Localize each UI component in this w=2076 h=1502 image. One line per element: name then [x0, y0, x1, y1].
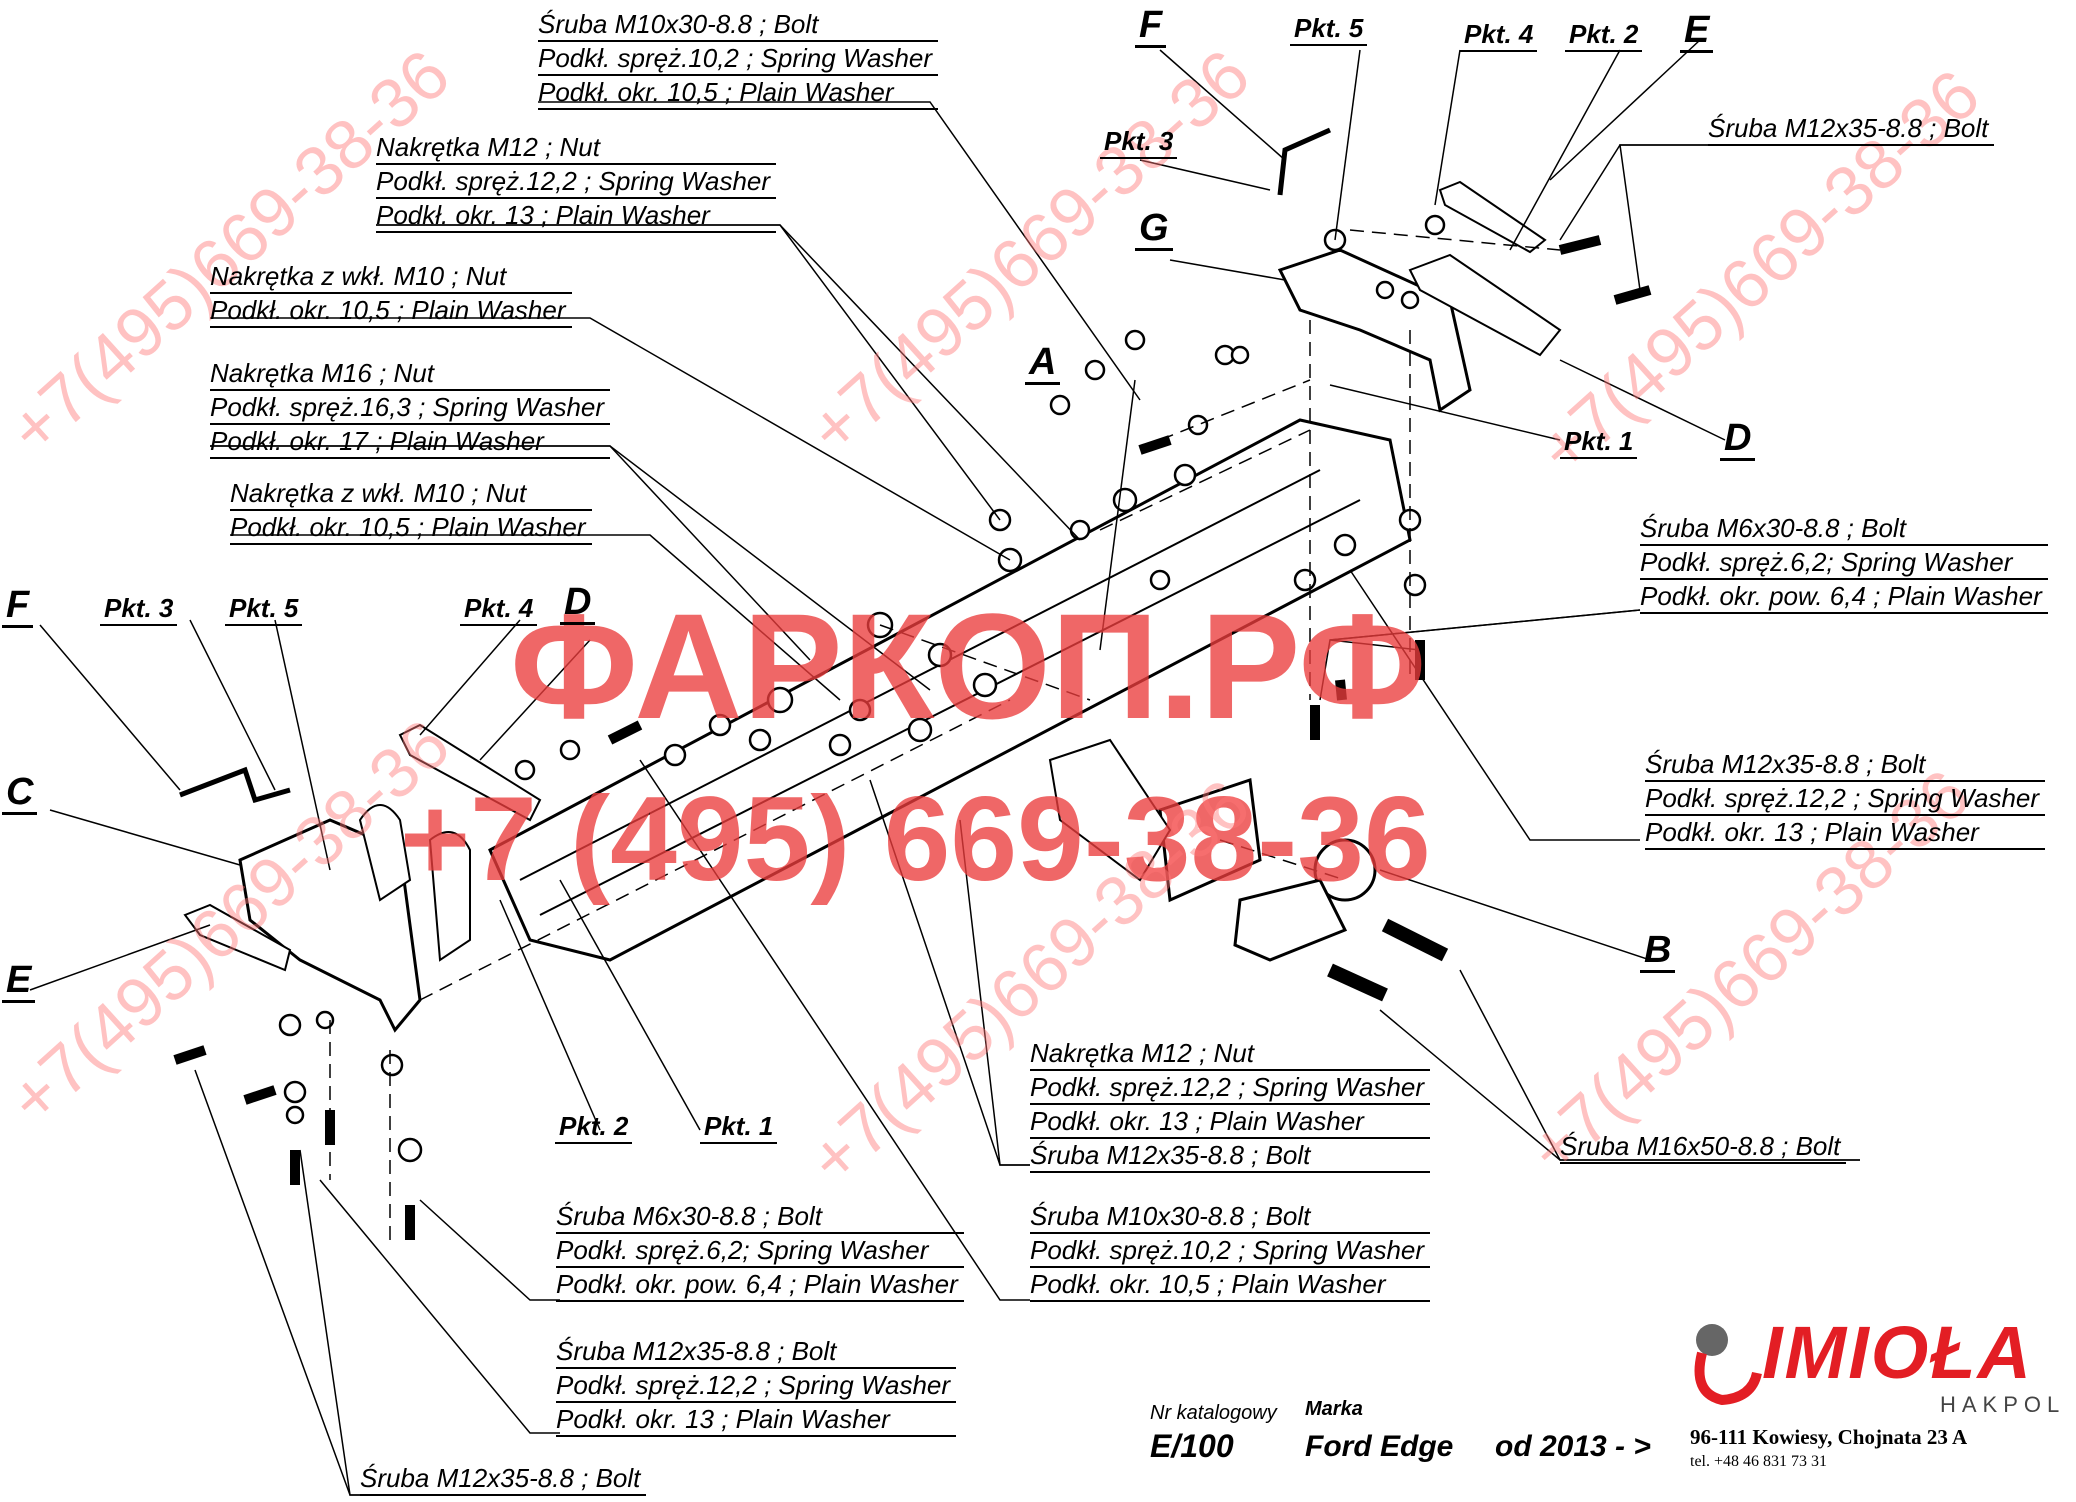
callout-bolt-m12-very-bottom: Śruba M12x35-8.8 ; Bolt — [360, 1462, 647, 1496]
pkt-1-right: Pkt. 1 — [1560, 425, 1638, 459]
callout-nut-m16: Nakrętka M16 ; Nut Podkł. spręż.16,3 ; S… — [210, 357, 611, 459]
hook-rod-f-left — [179, 766, 291, 804]
pkt-5-right: Pkt. 5 — [1290, 12, 1368, 46]
pkt-3-left: Pkt. 3 — [100, 592, 178, 626]
socket-plate — [1158, 777, 1262, 903]
pkt-2-right: Pkt. 2 — [1565, 18, 1643, 52]
part-letter-e-left: E — [2, 960, 36, 1003]
part-letter-f-left: F — [2, 585, 34, 628]
company-subtitle: HAKPOL — [1940, 1392, 2066, 1417]
right-arm-d — [1408, 253, 1562, 357]
part-letter-g: G — [1135, 208, 1173, 251]
part-letter-b: B — [1640, 930, 1676, 973]
catalog-number: E/100 — [1150, 1428, 1234, 1464]
pkt-4-left: Pkt. 4 — [460, 592, 538, 626]
callout-bolt-m6-bottom: Śruba M6x30-8.8 ; Bolt Podkł. spręż.6,2;… — [556, 1200, 964, 1302]
callout-nut-m12-bottom: Nakrętka M12 ; Nut Podkł. spręż.12,2 ; S… — [1030, 1037, 1431, 1173]
part-letter-e-right: E — [1680, 10, 1714, 53]
part-letter-f-right: F — [1135, 5, 1167, 48]
left-arm-e — [183, 903, 292, 972]
part-letter-d-right: D — [1720, 418, 1756, 461]
callout-top-bolt-m10: Śruba M10x30-8.8 ; Bolt Podkł. spręż.10,… — [538, 8, 939, 110]
company-tel: tel. +48 46 831 73 31 — [1690, 1453, 1828, 1470]
callout-nut-m12-top: Nakrętka M12 ; Nut Podkł. spręż.12,2 ; S… — [376, 131, 777, 233]
hook-rod-f-right — [1277, 127, 1332, 196]
callout-bolt-m12-bottom: Śruba M12x35-8.8 ; Bolt Podkł. spręż.12,… — [556, 1335, 957, 1437]
callout-nut-m10-ins-top: Nakrętka z wkł. M10 ; Nut Podkł. okr. 10… — [210, 260, 572, 328]
pkt-1-left: Pkt. 1 — [700, 1110, 778, 1144]
callout-bolt-m12-top-right: Śruba M12x35-8.8 ; Bolt — [1708, 112, 1995, 146]
callout-bolt-m6-right: Śruba M6x30-8.8 ; Bolt Podkł. spręż.6,2;… — [1640, 512, 2048, 614]
company-logo: IMIOŁA — [1762, 1311, 2033, 1394]
brand-label: Marka — [1305, 1398, 1363, 1420]
m16-bolt-1 — [1381, 918, 1449, 962]
watermark-brand: ФАРКОП.РФ — [510, 582, 1427, 750]
callout-bolt-m12-right: Śruba M12x35-8.8 ; Bolt Podkł. spręż.12,… — [1645, 748, 2046, 850]
pkt-2-left: Pkt. 2 — [555, 1110, 633, 1144]
part-letter-c: C — [2, 772, 38, 815]
callout-bolt-m16: Śruba M16x50-8.8 ; Bolt — [1560, 1130, 1847, 1164]
m16-bolt-2 — [1327, 963, 1388, 1002]
pkt-3-right: Pkt. 3 — [1100, 125, 1178, 159]
catalog-label: Nr katalogowy — [1150, 1402, 1277, 1424]
hook-logo-icon — [1694, 1324, 1762, 1406]
callout-bolt-m10-bottom: Śruba M10x30-8.8 ; Bolt Podkł. spręż.10,… — [1030, 1200, 1431, 1302]
pkt-5-left: Pkt. 5 — [225, 592, 303, 626]
part-letter-d-left: D — [560, 582, 596, 625]
part-letter-a: A — [1025, 342, 1061, 385]
watermark-phone: +7 (495) 669-38-36 — [400, 772, 1431, 906]
callout-nut-m10-ins-mid: Nakrętka z wkł. M10 ; Nut Podkł. okr. 10… — [230, 477, 592, 545]
left-arm-d — [398, 723, 542, 822]
year-range: od 2013 - > — [1495, 1430, 1651, 1463]
brand-value: Ford Edge — [1305, 1430, 1454, 1463]
right-arm-e — [1438, 180, 1547, 254]
company-address: 96-111 Kowiesy, Chojnata 23 A — [1690, 1425, 1968, 1449]
pkt-4-right: Pkt. 4 — [1460, 18, 1538, 52]
